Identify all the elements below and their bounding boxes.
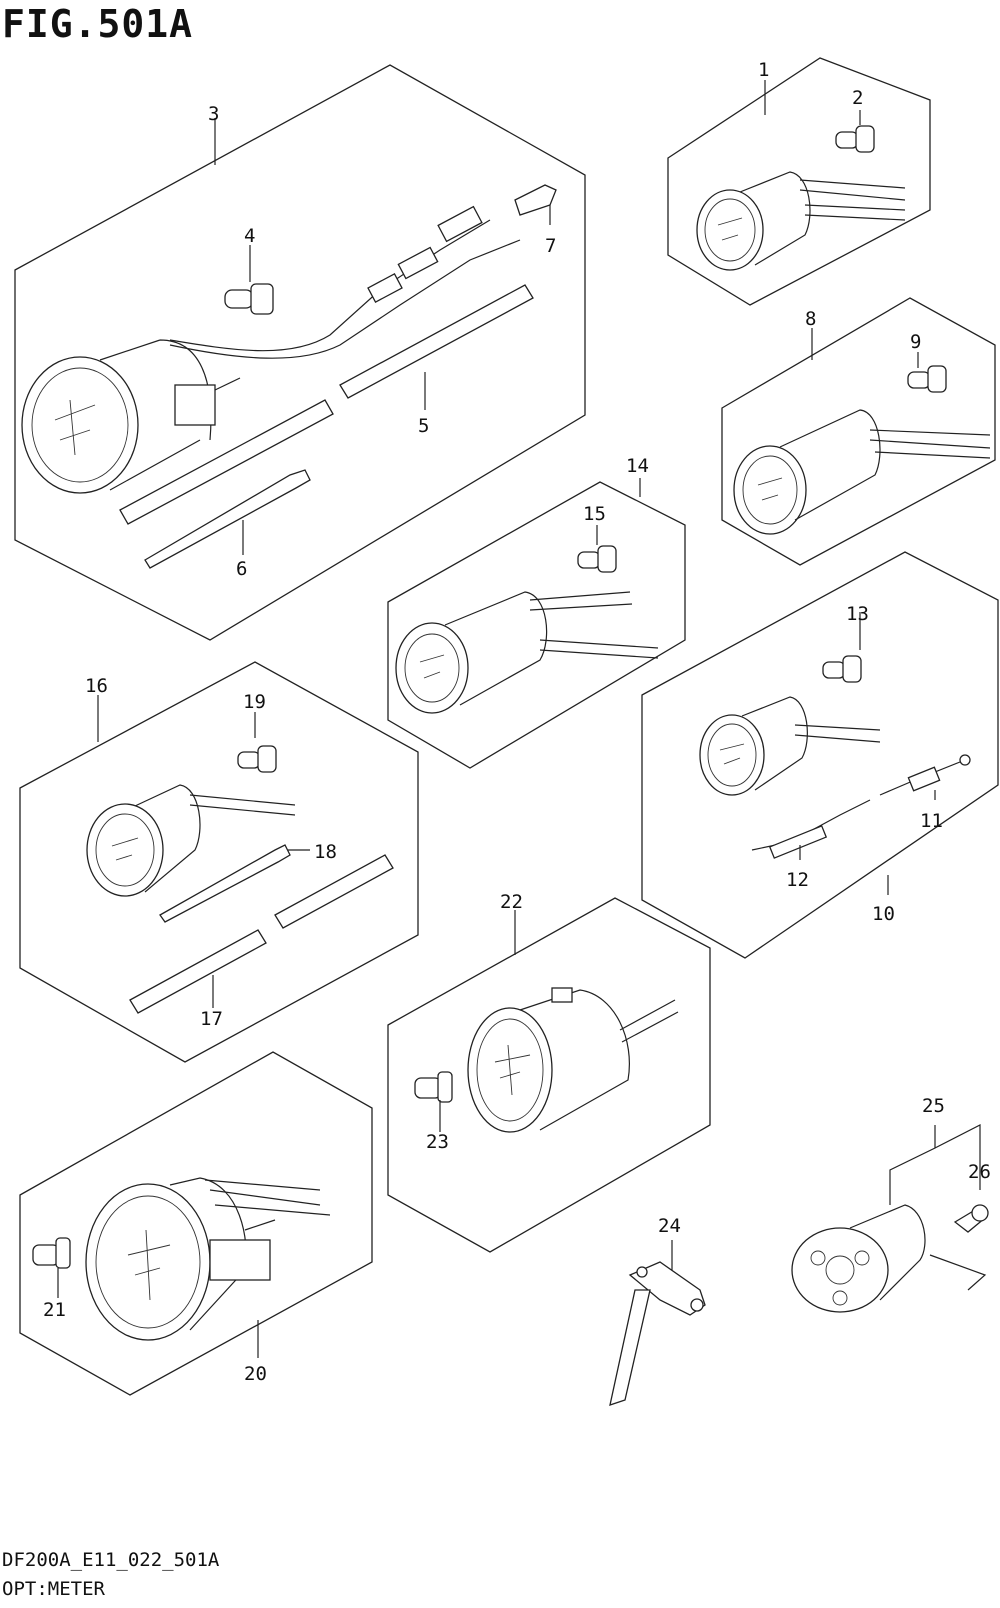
group-box-14 [387,478,686,769]
gauge-14[interactable] [395,591,548,714]
group-box-20 [19,1051,373,1396]
gauge-13-group[interactable] [699,696,808,796]
wire-11[interactable] [879,754,971,796]
callout-22: 22 [500,891,523,913]
tube-5[interactable] [119,284,534,525]
bulb-9[interactable] [907,365,947,393]
group-box-8 [721,297,996,566]
bulb-19[interactable] [237,745,277,773]
callout-8: 8 [805,308,816,330]
callout-26: 26 [968,1161,991,1183]
wire-12[interactable] [751,799,871,859]
gauge-20[interactable] [85,1177,276,1341]
callout-6: 6 [236,558,247,580]
tube-17[interactable] [129,854,394,1014]
sender-24[interactable] [609,1240,706,1406]
screw-26[interactable] [953,1204,989,1233]
callout-14: 14 [626,455,649,477]
bulb-4[interactable] [224,283,274,315]
bulb-13[interactable] [822,655,862,683]
bulb-21[interactable] [32,1237,71,1269]
group-box-16 [19,661,419,1063]
callout-23: 23 [426,1131,449,1153]
callout-2: 2 [852,87,863,109]
callout-9: 9 [910,331,921,353]
callout-10: 10 [872,903,895,925]
tachometer-gauge[interactable] [21,339,241,494]
callout-4: 4 [244,225,255,247]
callout-5: 5 [418,415,429,437]
group-box-1 [667,57,931,306]
gauge-8[interactable] [733,409,881,535]
callout-16: 16 [85,675,108,697]
callout-1: 1 [758,59,769,81]
group-box-3 [14,64,586,641]
callout-21: 21 [43,1299,66,1321]
callout-25: 25 [922,1095,945,1117]
callout-13: 13 [846,603,869,625]
bracket-25[interactable] [791,1204,987,1313]
bulb-23[interactable] [414,1071,453,1103]
group-box-22 [387,897,711,1253]
connector-7[interactable] [514,184,557,216]
callout-7: 7 [545,235,556,257]
callout-19: 19 [243,691,266,713]
cable-tie-18[interactable] [159,844,291,923]
gauge-22[interactable] [467,987,679,1133]
figure-caption: OPT:METER [2,1578,105,1600]
callout-20: 20 [244,1363,267,1385]
bulb-15[interactable] [577,545,617,573]
drawing-code: DF200A_E11_022_501A [2,1549,220,1571]
figure-title: FIG.501A [2,2,194,46]
callout-24: 24 [658,1215,681,1237]
callout-11: 11 [920,810,943,832]
gauge-1[interactable] [696,171,811,271]
gauge-16[interactable] [86,784,201,897]
group-box-10 [641,551,999,959]
callout-3: 3 [208,103,219,125]
cable-tie-6[interactable] [144,469,311,569]
callout-18: 18 [314,841,337,863]
callout-17: 17 [200,1008,223,1030]
bulb-2[interactable] [835,125,875,153]
callout-15: 15 [583,503,606,525]
callout-12: 12 [786,869,809,891]
